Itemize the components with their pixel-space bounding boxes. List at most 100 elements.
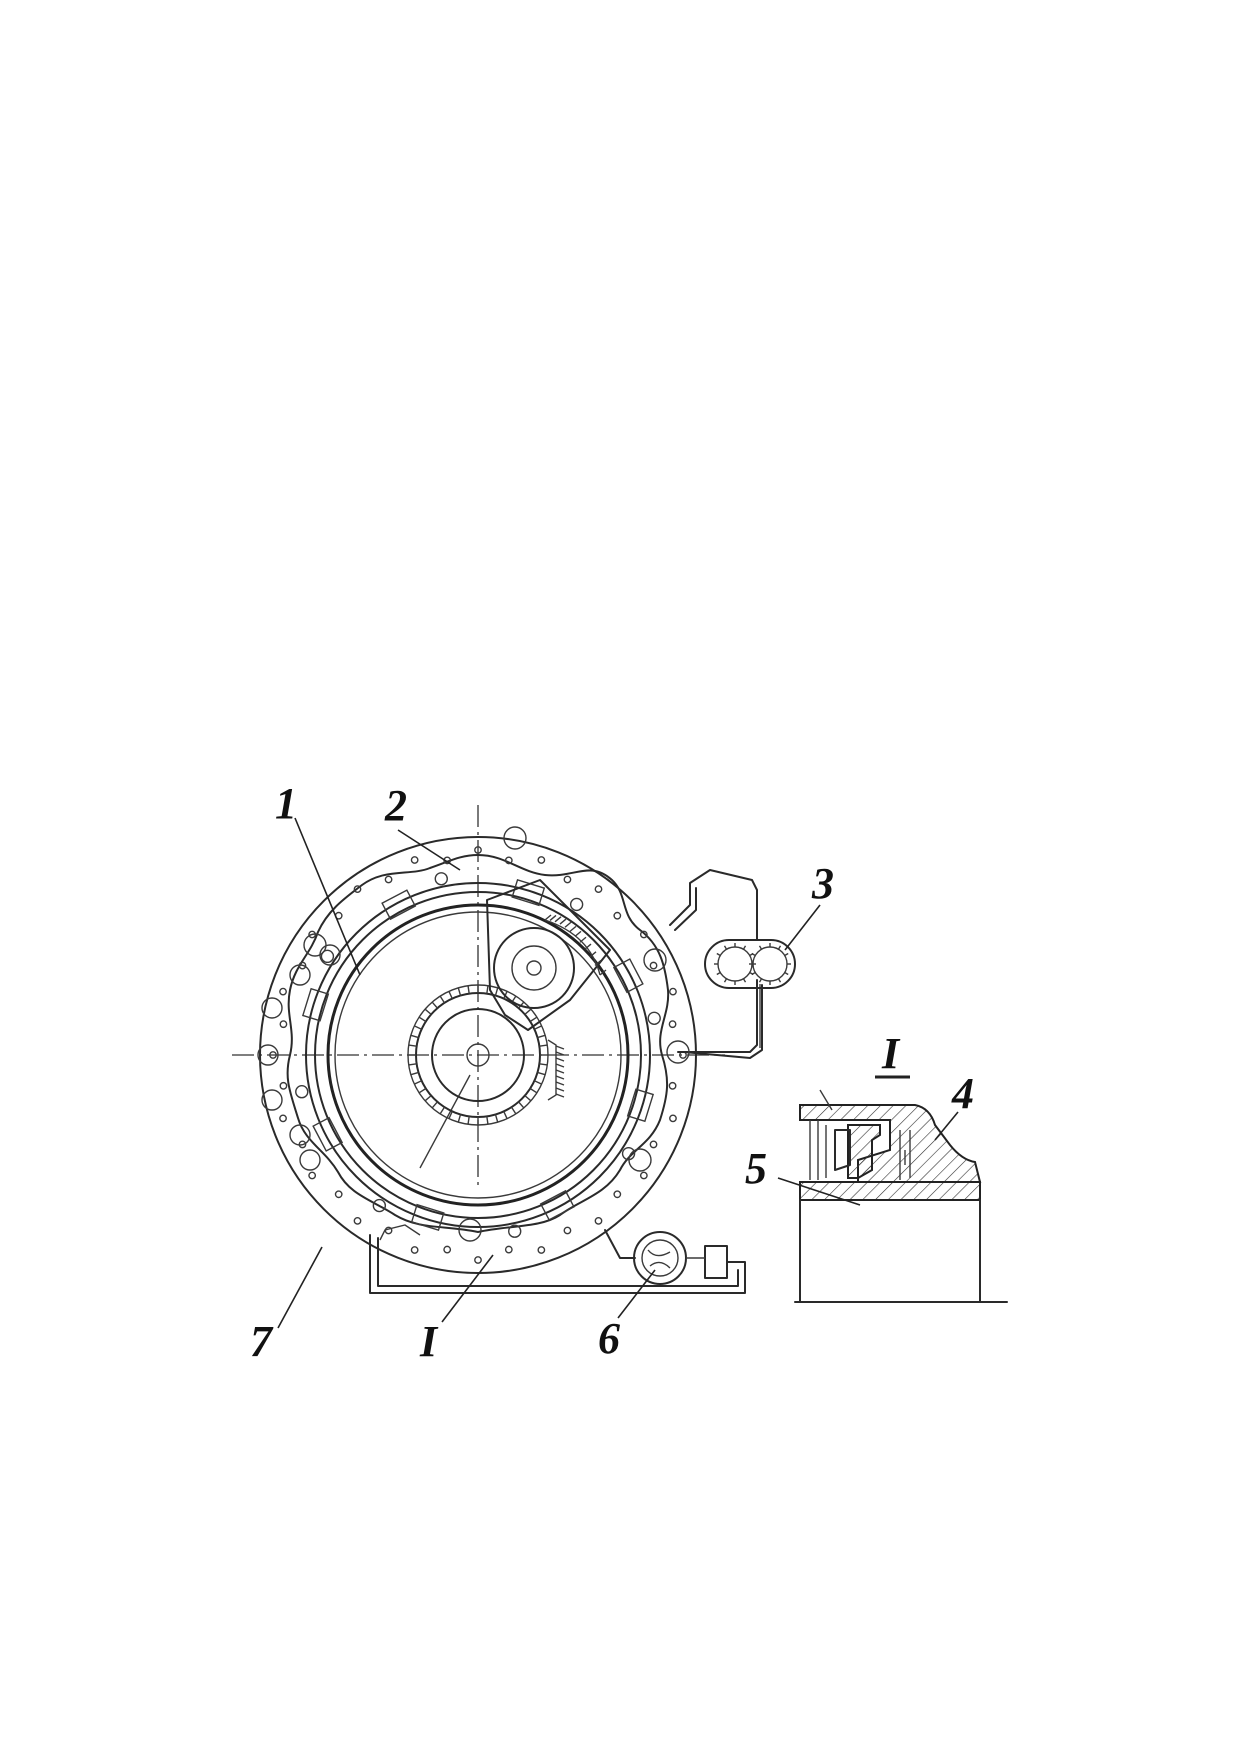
pump-gear-tooth	[723, 978, 728, 983]
bolt-hole	[279, 1081, 288, 1090]
gear-tooth	[537, 1034, 546, 1039]
gear-tooth	[418, 1087, 427, 1094]
disc-radial-line	[419, 1074, 471, 1169]
gear-tooth	[408, 1063, 417, 1066]
bolt-hole	[279, 1114, 287, 1123]
gear-tooth	[539, 1063, 548, 1066]
ratchet-tooth	[555, 1093, 565, 1098]
callout-I: I	[419, 1317, 439, 1366]
shoe	[301, 987, 330, 1022]
pipe-elbow	[379, 1224, 421, 1241]
rack-tooth	[544, 914, 552, 921]
rim-boss	[458, 1218, 482, 1242]
planet-gear-hub	[511, 945, 557, 991]
callout-7: 7	[250, 1317, 274, 1366]
leader-4	[934, 1111, 959, 1141]
pump-6-inner	[641, 1239, 679, 1277]
rack-tooth	[569, 925, 577, 932]
central-gear	[407, 984, 549, 1126]
leader-I	[441, 1254, 494, 1323]
ratchet-tooth	[555, 1069, 565, 1074]
pump-gear-tooth	[784, 971, 789, 976]
bolt-hole	[279, 1020, 288, 1029]
gear-tooth	[486, 1116, 489, 1125]
callout-labels: 1 2 3 4 5 6 7 I I	[250, 779, 974, 1366]
pump-gear-tooth	[742, 978, 747, 983]
shoe	[410, 1203, 445, 1232]
rack-tooth	[549, 914, 557, 921]
bolt-hole	[474, 1256, 482, 1264]
central-gear-teeth	[407, 984, 549, 1126]
bolt-hole	[410, 856, 419, 864]
shoe-pivot	[434, 872, 448, 886]
ratchet-tooth	[555, 1087, 565, 1092]
rotor-disc	[326, 903, 630, 1207]
bolt-hole	[668, 1081, 677, 1090]
rim-boss	[503, 826, 527, 850]
outer-flange	[259, 836, 697, 1274]
gear-tooth	[539, 1044, 548, 1047]
pump-gear-tooth	[751, 952, 756, 957]
rim-boss	[289, 964, 311, 986]
rim-boss	[261, 1089, 283, 1111]
main-assembly	[232, 805, 796, 1294]
bolt-hole	[669, 987, 677, 996]
shoe-pivot	[569, 897, 584, 912]
shoe-pivot	[508, 1224, 522, 1238]
leader-1	[294, 817, 361, 976]
rotor-disc-inner-edge	[334, 911, 622, 1199]
shoe-pivot	[647, 1011, 661, 1025]
rack-tooth	[574, 930, 582, 937]
bolt-hole	[384, 875, 393, 884]
bolt-hole	[537, 856, 546, 864]
detail-section-view	[794, 1075, 1008, 1303]
callout-6: 6	[598, 1314, 620, 1363]
callout-2: 2	[384, 781, 407, 830]
bolt-hole	[504, 1245, 513, 1254]
gear-pump-3	[704, 939, 796, 989]
pipe-to-pump-3	[669, 869, 763, 1059]
pipe-to-pump-6	[369, 1229, 746, 1294]
planet-rack-teeth	[544, 914, 607, 976]
gear-pump-3-gear-right	[752, 946, 788, 982]
ratchet-tooth	[555, 1063, 565, 1068]
detail-seal	[834, 1129, 851, 1171]
bolt-hole	[669, 1114, 677, 1123]
gear-tooth	[486, 985, 489, 994]
rim-boss	[628, 1148, 652, 1172]
detail-piston-5	[847, 1124, 881, 1179]
rack-tooth	[564, 921, 572, 928]
bolt-hole	[279, 987, 287, 996]
pump-gear-tooth	[777, 945, 782, 950]
gear-tooth	[431, 1001, 438, 1009]
gear-tooth	[448, 1111, 453, 1119]
gear-tooth	[410, 1071, 419, 1076]
stator-ring-inner	[314, 891, 642, 1219]
ratchet-tooth	[555, 1081, 565, 1086]
detail-title: I	[881, 1029, 901, 1078]
gear-tooth	[534, 1080, 542, 1085]
gear-tooth	[424, 1008, 432, 1015]
central-gear-hub	[431, 1008, 525, 1102]
rack-tooth	[589, 951, 597, 958]
leader-5	[777, 1177, 861, 1206]
leader-7	[277, 1246, 323, 1329]
rack-tooth	[599, 969, 607, 976]
flange-bolt-holes	[269, 846, 687, 1264]
pump-gear-tooth	[777, 978, 782, 983]
ratchet-tooth	[555, 1075, 565, 1080]
stator-ring-outer	[305, 882, 651, 1228]
shoe-pivot	[295, 1085, 309, 1099]
rim-boss	[289, 1124, 311, 1146]
shoe	[312, 1116, 344, 1152]
bolt-hole	[563, 875, 572, 884]
detail-pointer-tick	[819, 1089, 833, 1111]
gear-pump-3-gear-left	[717, 946, 753, 982]
bolt-hole	[504, 856, 513, 865]
pump-6	[633, 1231, 728, 1285]
bolt-hole	[594, 1216, 603, 1225]
shoe	[381, 889, 417, 921]
rack-tooth	[584, 943, 592, 950]
rim-bosses	[257, 826, 690, 1242]
